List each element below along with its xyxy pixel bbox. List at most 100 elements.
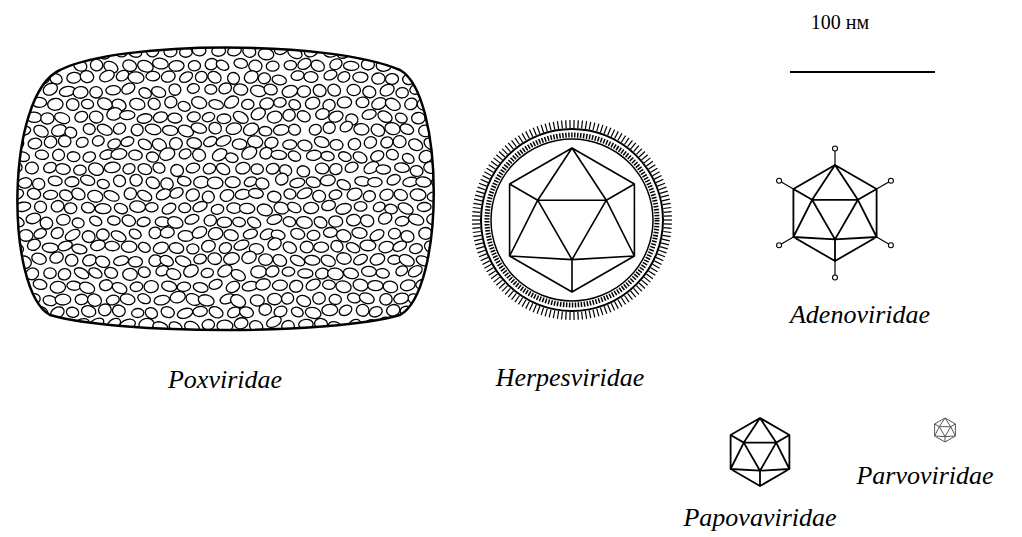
surface-tubule <box>417 202 431 212</box>
papovavirus <box>731 418 790 486</box>
surface-tubule <box>55 163 71 175</box>
surface-tubule <box>152 57 169 70</box>
surface-tubule <box>352 252 369 267</box>
surface-tubule <box>385 148 400 161</box>
spike <box>662 239 670 241</box>
surface-tubule <box>110 148 127 161</box>
surface-tubule <box>152 111 168 124</box>
surface-tubule <box>300 241 313 253</box>
surface-tubule <box>168 186 185 201</box>
surface-tubule <box>378 187 394 202</box>
spike <box>545 124 547 132</box>
surface-tubule <box>184 187 201 203</box>
spike <box>636 286 642 292</box>
surface-tubule <box>338 119 354 134</box>
surface-tubule <box>395 216 410 227</box>
surface-tubule <box>435 308 449 319</box>
spike <box>659 250 667 253</box>
fiber <box>877 182 889 189</box>
spike <box>608 305 611 312</box>
surface-tubule <box>24 59 40 74</box>
surface-tubule <box>336 252 352 266</box>
spike <box>597 309 599 317</box>
surface-tubule <box>144 123 162 137</box>
adenovirus <box>777 146 894 280</box>
surface-tubule <box>235 161 251 175</box>
surface-tubule <box>131 308 144 318</box>
surface-tubule <box>337 150 352 163</box>
surface-tubule <box>152 240 170 255</box>
surface-tubule <box>241 44 257 59</box>
surface-tubule <box>121 241 137 253</box>
surface-tubule <box>185 162 200 174</box>
surface-tubule <box>97 302 113 317</box>
spike <box>475 243 483 245</box>
fiber-knob <box>888 178 893 183</box>
surface-tubule <box>208 278 224 292</box>
surface-tubule <box>415 73 432 86</box>
spike <box>518 298 522 305</box>
surface-tubule <box>392 135 407 149</box>
surface-tubule <box>378 240 395 254</box>
surface-tubule <box>144 175 161 191</box>
spike <box>593 310 595 318</box>
surface-tubule <box>393 292 410 306</box>
surface-tubule <box>223 228 240 243</box>
surface-tubule <box>136 292 152 306</box>
surface-tubule <box>266 61 280 72</box>
surface-tubule <box>240 249 258 265</box>
surface-tubule <box>89 86 102 98</box>
surface-tubule <box>119 317 137 331</box>
spike <box>608 128 611 135</box>
surface-tubule <box>315 162 330 174</box>
surface-tubule <box>151 161 166 175</box>
surface-tubule <box>16 151 31 163</box>
surface-tubule <box>249 106 267 122</box>
surface-tubule <box>426 321 441 333</box>
inner-membrane <box>491 139 653 301</box>
icosahedron <box>935 418 956 442</box>
spike <box>491 274 498 279</box>
spike <box>474 199 482 201</box>
surface-tubule <box>18 177 33 189</box>
spike <box>628 140 633 146</box>
surface-tubule <box>217 114 231 124</box>
poxvirus-texture <box>7 41 451 336</box>
fiber-knob <box>777 178 782 183</box>
surface-tubule <box>201 111 216 123</box>
surface-tubule <box>347 138 361 151</box>
surface-tubule <box>87 161 105 177</box>
surface-tubule <box>303 202 319 214</box>
surface-tubule <box>423 161 439 174</box>
surface-tubule <box>287 123 302 137</box>
spike <box>569 120 570 128</box>
surface-tubule <box>30 251 47 266</box>
surface-tubule <box>129 97 146 111</box>
spike <box>557 121 558 129</box>
surface-tubule <box>113 202 129 216</box>
spike <box>473 235 481 236</box>
surface-tubule <box>267 190 282 203</box>
surface-tubule <box>52 148 66 161</box>
surface-tubule <box>281 84 299 100</box>
icosahedron <box>731 418 790 486</box>
spike <box>663 232 671 233</box>
surface-tubule <box>242 228 258 241</box>
surface-tubule <box>342 267 359 280</box>
surface-tubule <box>88 214 103 227</box>
surface-tubule <box>215 58 231 72</box>
spike <box>522 300 526 307</box>
spike <box>526 131 530 138</box>
surface-tubule <box>434 253 450 267</box>
surface-tubule <box>409 165 423 178</box>
surface-tubule <box>304 71 318 82</box>
surface-tubule <box>111 121 127 136</box>
surface-tubule <box>56 214 70 226</box>
surface-tubule <box>272 280 288 291</box>
spike <box>661 243 669 245</box>
spike <box>502 286 508 292</box>
spike <box>489 165 496 169</box>
surface-tubule <box>264 264 280 279</box>
spike <box>661 195 669 197</box>
surface-tubule <box>322 280 335 290</box>
